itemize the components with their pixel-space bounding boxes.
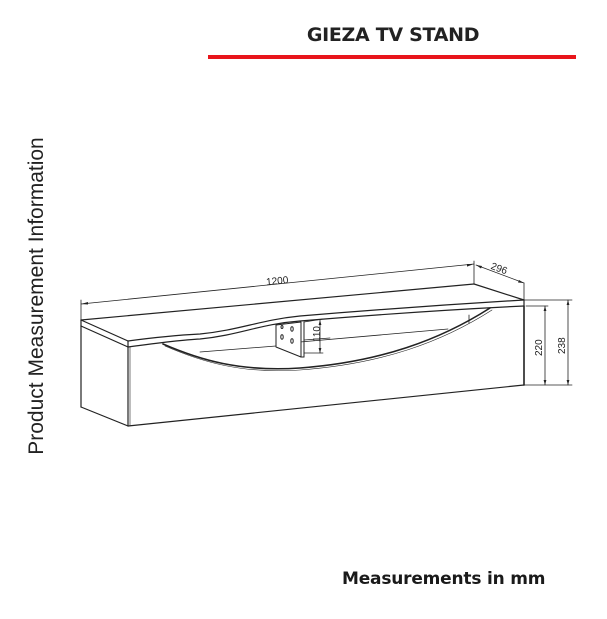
total-height-label: 238 — [557, 337, 568, 354]
depth-label: 296 — [489, 261, 509, 277]
page-title: GIEZA TV STAND — [306, 24, 480, 46]
top-surface — [80, 283, 525, 348]
title-underline — [208, 55, 576, 59]
curved-opening — [162, 307, 493, 372]
body-height-label: 220 — [534, 339, 545, 356]
bracket-height-label: 110 — [312, 326, 323, 342]
depth-dimension — [475, 264, 525, 301]
width-dimension — [80, 260, 475, 321]
cabinet-body — [80, 305, 525, 427]
units-note: Measurements in mm — [342, 569, 546, 589]
bracket-dimension — [303, 318, 331, 354]
width-label: 1200 — [266, 275, 290, 288]
mounting-bracket — [275, 321, 305, 358]
height-dimensions — [523, 299, 573, 386]
